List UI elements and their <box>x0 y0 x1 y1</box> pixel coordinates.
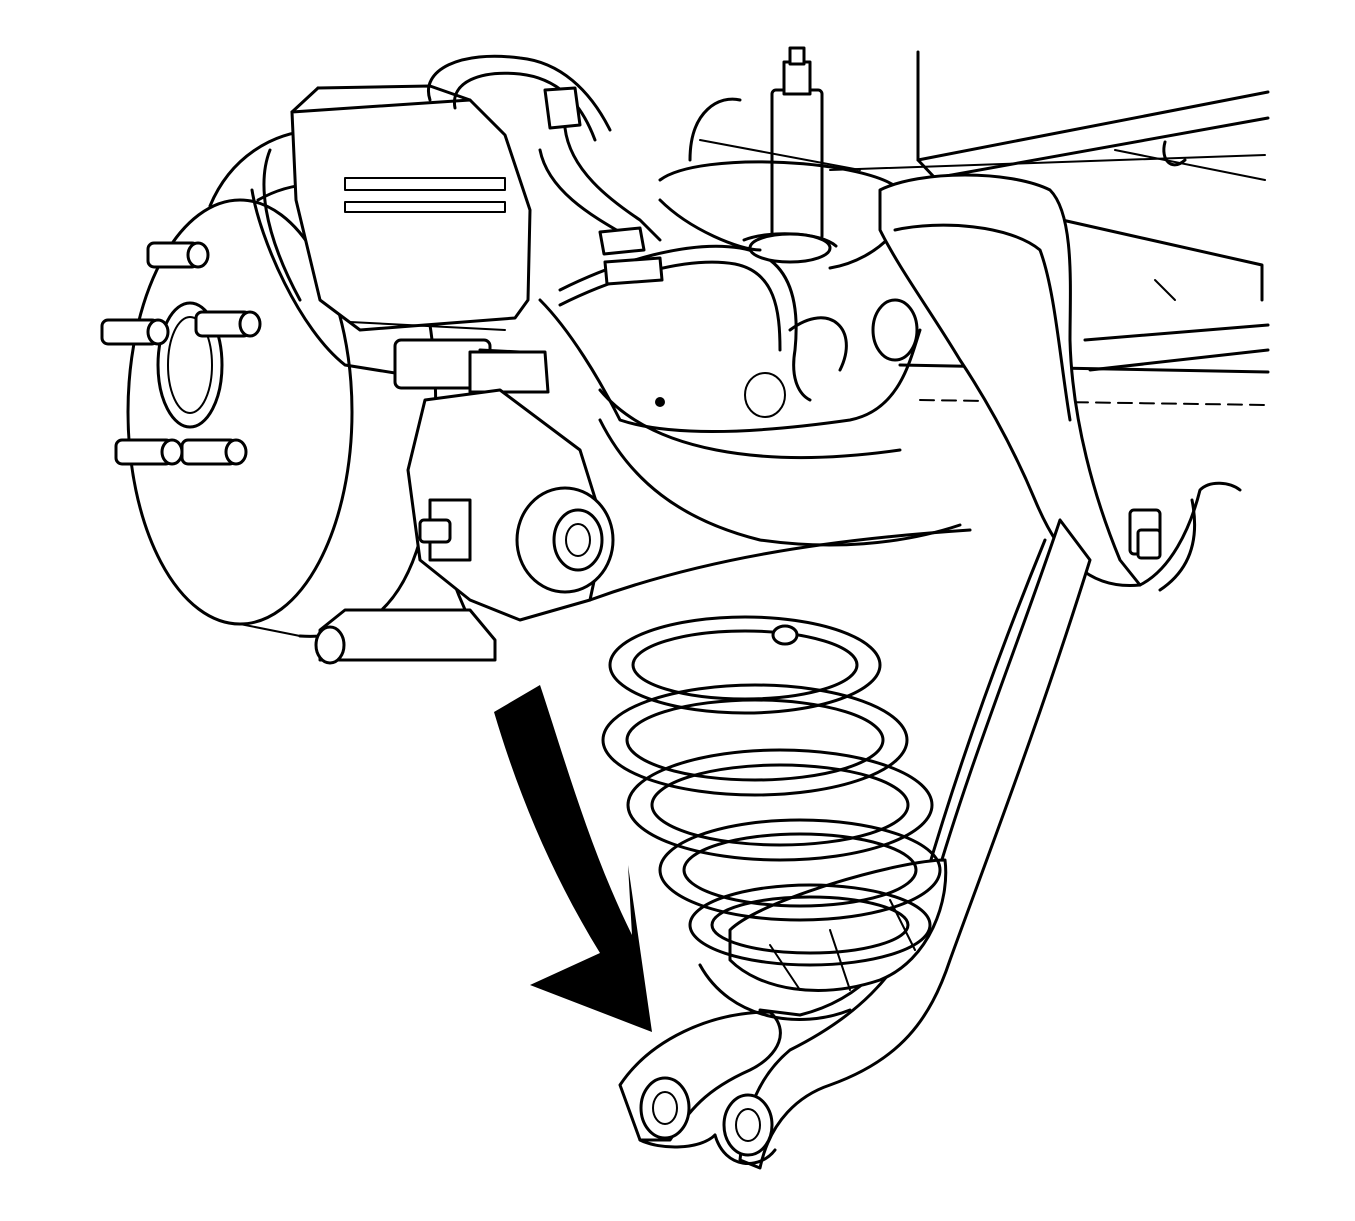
axle-housing <box>425 298 972 622</box>
upper-spring-seat <box>658 97 907 270</box>
frame-mounting-bracket <box>878 173 1242 592</box>
brake-caliper <box>250 84 532 390</box>
vehicle-frame <box>829 50 1270 406</box>
wheel-stud <box>114 438 184 466</box>
shock-absorber <box>742 46 838 264</box>
wheel-studs <box>100 241 262 466</box>
coil-spring <box>601 615 942 967</box>
down-arrow-icon <box>494 685 652 1032</box>
knuckle <box>314 388 615 665</box>
brake-hose <box>427 54 662 394</box>
wheel-stud <box>146 241 210 269</box>
wheel-stud <box>180 438 248 466</box>
wheel-stud <box>194 310 262 338</box>
abs-sensor-wire <box>558 244 848 402</box>
wheel-stud <box>100 318 170 346</box>
lower-control-arm <box>618 518 1092 1170</box>
